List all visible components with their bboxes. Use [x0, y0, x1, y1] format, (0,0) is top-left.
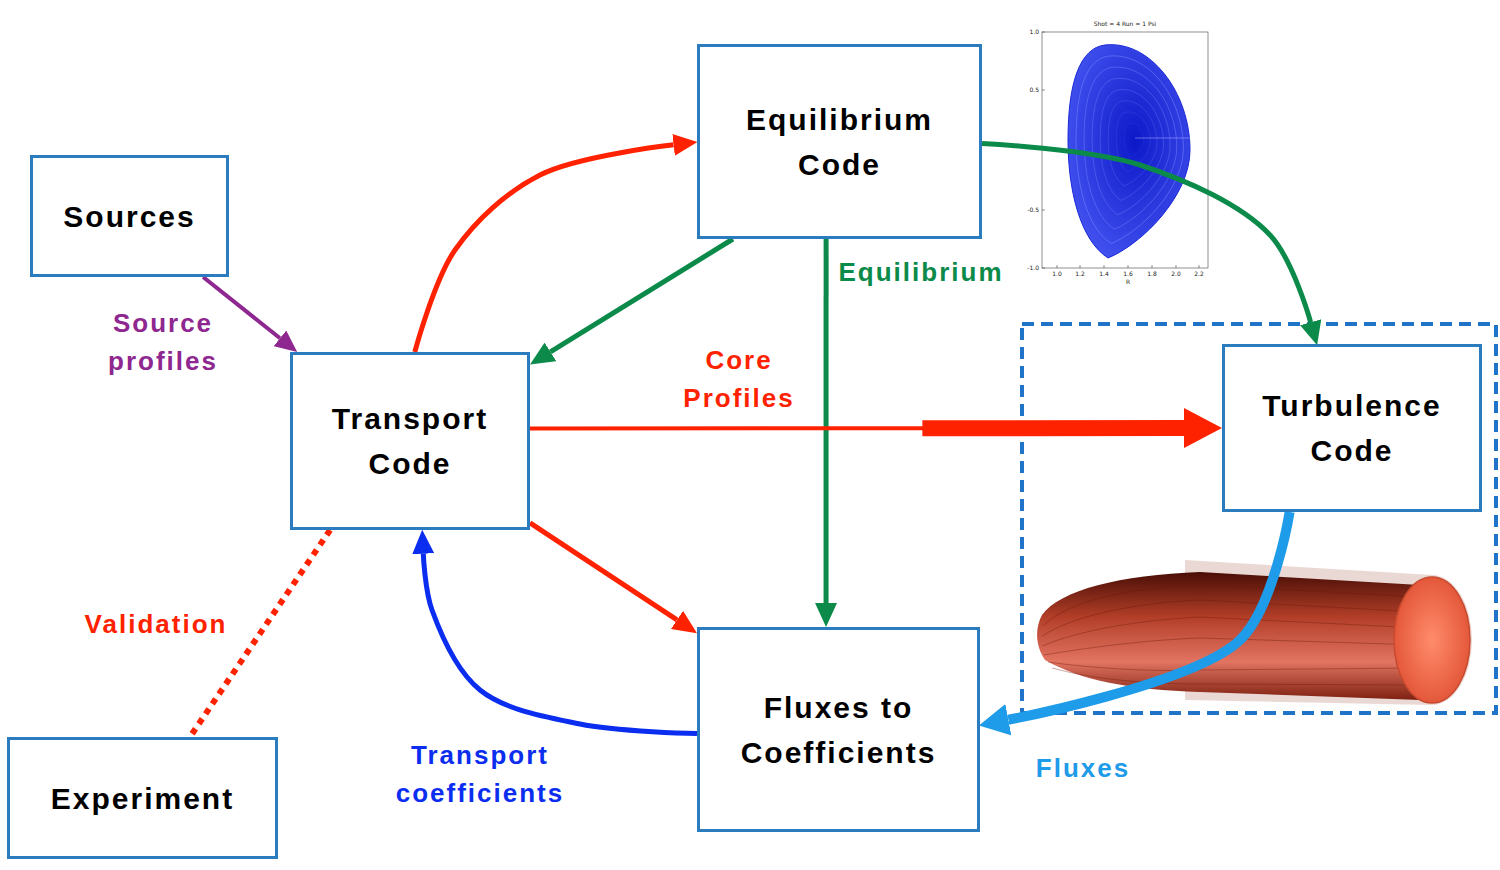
box-label: Transport Code — [310, 396, 510, 486]
connector-group — [982, 143, 1311, 322]
process-box: Fluxes to Coefficients — [697, 627, 980, 832]
tick-label: 1.8 — [1147, 271, 1157, 277]
connector-group — [530, 428, 1184, 430]
connector-group — [550, 239, 732, 352]
plot-title: Shot = 4 Run = 1 Psi — [1094, 21, 1157, 27]
flux-surface — [1124, 123, 1144, 157]
box-label: Turbulence Code — [1242, 383, 1462, 473]
connector-group — [530, 523, 677, 620]
edge-label: Core Profiles — [665, 342, 813, 417]
connector — [550, 239, 732, 352]
torus-cross-section — [1394, 577, 1470, 703]
connector — [423, 554, 697, 734]
flux-surface — [1084, 67, 1177, 229]
edge-label: Fluxes — [1032, 750, 1134, 788]
dashed-region — [1022, 324, 1496, 713]
connector-thick-segment — [922, 420, 1184, 436]
connector-group — [423, 554, 697, 734]
box-label: Experiment — [51, 776, 234, 821]
connector — [530, 426, 1184, 431]
tick-label: 2.2 — [1194, 271, 1204, 277]
process-box: Turbulence Code — [1222, 344, 1482, 512]
process-box: Sources — [30, 155, 229, 277]
edge-label: Transport coefficients — [376, 737, 584, 812]
tick-label: 1.6 — [1123, 271, 1133, 277]
tick-label: -1.0 — [1027, 265, 1039, 271]
tick-label: -0.5 — [1027, 207, 1039, 213]
process-box: Equilibrium Code — [697, 44, 982, 239]
process-box: Transport Code — [290, 352, 530, 530]
flux-surface — [1100, 89, 1163, 200]
tick-label: 1.0 — [1052, 271, 1062, 277]
torus-illustration — [1037, 560, 1472, 705]
connector — [530, 523, 677, 620]
connector-group — [415, 145, 674, 352]
flux-surface — [1076, 56, 1183, 244]
box-label: Equilibrium Code — [725, 97, 955, 187]
box-label: Fluxes to Coefficients — [719, 685, 959, 775]
edge-label: Source profiles — [94, 305, 232, 380]
connector — [982, 143, 1311, 322]
box-label: Sources — [63, 194, 195, 239]
tick-label: 2.0 — [1171, 271, 1181, 277]
edge-label: Validation — [81, 606, 232, 644]
plot-ray — [1135, 138, 1190, 139]
tick-label: 0.5 — [1029, 87, 1039, 93]
edge-label: Equilibrium — [835, 254, 1008, 292]
flux-surface — [1108, 101, 1157, 186]
torus-stripes — [1042, 585, 1420, 685]
connector — [824, 239, 829, 603]
process-box: Experiment — [7, 737, 278, 859]
tick-label: 1.0 — [1029, 29, 1039, 35]
axis-label: R — [1126, 279, 1130, 285]
tick-label: 1.4 — [1099, 271, 1109, 277]
tick-label: 1.2 — [1075, 271, 1085, 277]
flux-surface — [1092, 78, 1170, 215]
connector — [1008, 512, 1289, 720]
connector — [415, 145, 674, 352]
connector-group — [826, 239, 827, 603]
connector-group — [1008, 512, 1289, 720]
